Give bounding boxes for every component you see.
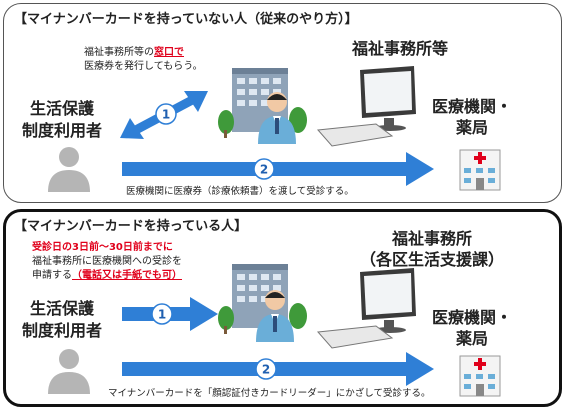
top-note-line2: 医療券を発行してもらう。: [84, 61, 203, 72]
person-icon: [48, 349, 90, 394]
hospital-icon: [459, 149, 501, 191]
top-step2-caption: 医療機関に医療券（診療依頼書）を渡して受診する。: [126, 186, 354, 197]
bottom-person-label: 生活保護 制度利用者: [22, 298, 102, 342]
bottom-person-label-line1: 生活保護: [30, 299, 95, 318]
keyboard-icon: [316, 123, 394, 147]
bottom-note: 受診日の3日前～30日前までに 福祉事務所に医療機関への受診を 申請する（電話又…: [32, 241, 182, 283]
hospital-icon: [459, 355, 501, 397]
step2-arrow-icon: [122, 152, 434, 186]
top-person-label-line2: 制度利用者: [22, 121, 103, 140]
top-office-label: 福祉事務所等: [352, 39, 449, 58]
bottom-note-line3-pre: 申請する: [32, 270, 72, 281]
step2-badge: 2: [253, 158, 275, 180]
step2-number: 2: [262, 363, 270, 377]
bottom-hospital-label: 医療機関・ 薬局: [432, 307, 512, 349]
top-person-label: 生活保護 制度利用者: [22, 98, 102, 142]
top-note: 福祉事務所等の窓口で 医療券を発行してもらう。: [84, 46, 203, 74]
person-icon: [48, 147, 90, 192]
step2-badge: 2: [255, 358, 277, 380]
bottom-hospital-label-line2: 薬局: [456, 329, 489, 348]
bottom-note-red: 受診日の3日前～30日前までに: [32, 242, 173, 253]
step2-arrow-icon: [122, 352, 434, 386]
top-hospital-label-line2: 薬局: [456, 118, 489, 137]
bottom-note-line3-red: （電話又は手紙でも可）: [72, 270, 182, 281]
bottom-office-label-line2: （各区生活支援課）: [360, 250, 505, 269]
bottom-person-label-line2: 制度利用者: [22, 321, 103, 340]
step1-badge: 1: [151, 303, 173, 325]
bottom-note-line2: 福祉事務所に医療機関への受診を: [32, 256, 182, 267]
computer-monitor-icon: [360, 268, 416, 333]
bottom-hospital-label-line1: 医療機関・: [432, 308, 513, 327]
top-person-label-line1: 生活保護: [30, 99, 95, 118]
computer-monitor-icon: [360, 66, 416, 131]
top-hospital-label: 医療機関・ 薬局: [432, 96, 512, 138]
keyboard-icon: [316, 325, 394, 349]
step1-badge: 1: [155, 103, 177, 125]
bottom-step2-caption: マイナンバーカードを「顔認証付きカードリーダー」にかざして受診する。: [108, 388, 431, 399]
step1-number: 1: [158, 308, 166, 322]
top-note-pre: 福祉事務所等の: [84, 47, 154, 58]
top-panel-title: 【マイナンバーカードを持っていない人（従来のやり方）】: [14, 12, 358, 27]
staff-icon: [256, 290, 294, 342]
staff-icon: [258, 92, 296, 144]
bottom-panel-title: 【マイナンバーカードを持っている人】: [14, 219, 248, 234]
top-hospital-label-line1: 医療機関・: [432, 97, 513, 116]
bottom-office-label: 福祉事務所 （各区生活支援課）: [360, 228, 504, 270]
top-note-highlight: 窓口で: [154, 47, 184, 58]
step2-number: 2: [260, 163, 268, 177]
bottom-office-label-line1: 福祉事務所: [392, 229, 473, 248]
step1-number: 1: [162, 108, 170, 122]
